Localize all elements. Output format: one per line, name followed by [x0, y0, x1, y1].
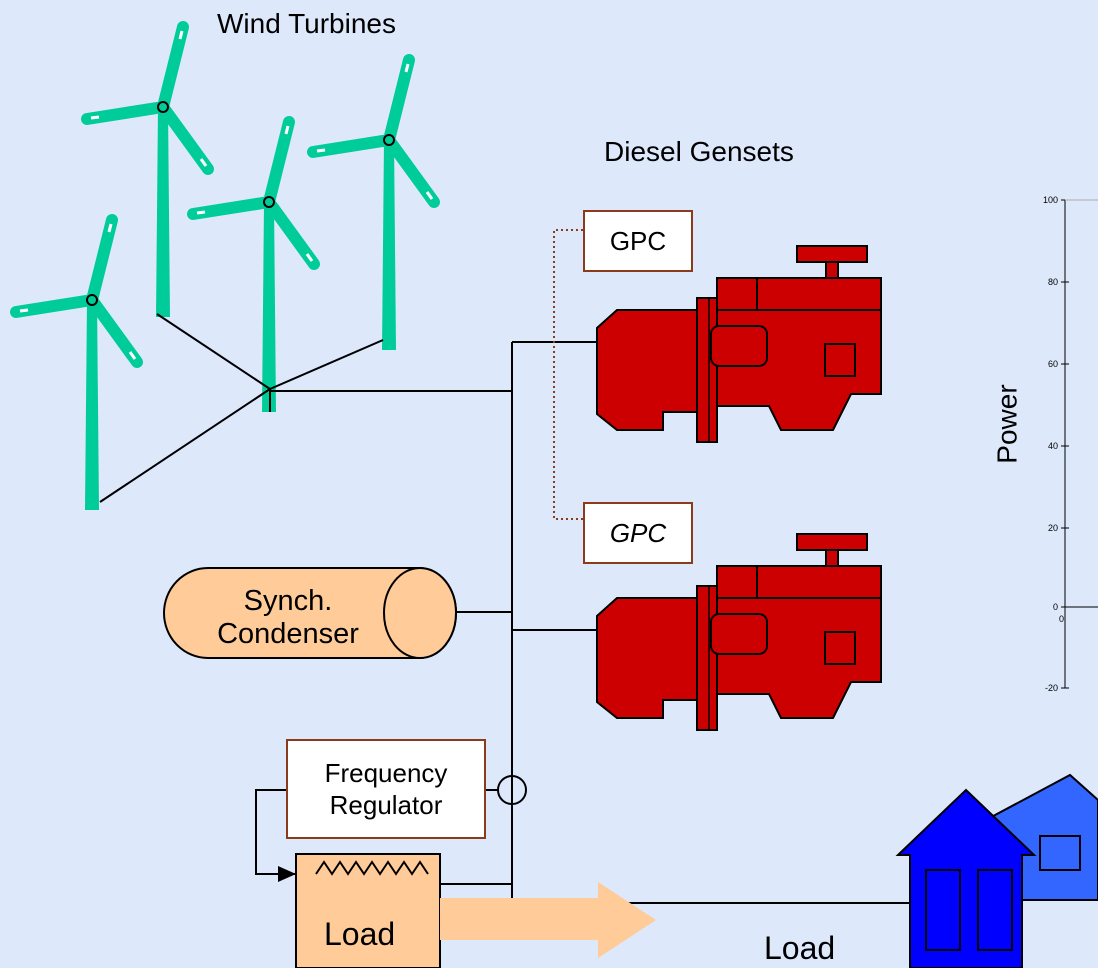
wind-turbines-label: Wind Turbines: [217, 8, 396, 39]
wind-turbine-icon: [313, 60, 434, 350]
house-load-label: Load: [764, 930, 836, 966]
power-axis: [1061, 199, 1098, 689]
diesel-gensets-label: Diesel Gensets: [604, 136, 794, 167]
frequency-regulator-box: Frequency Regulator: [286, 739, 486, 839]
synch-condenser-icon: [163, 567, 457, 659]
freq-line2: Regulator: [329, 790, 443, 820]
turbine-connections: [99, 313, 512, 503]
gpc-top-label: GPC: [609, 225, 667, 256]
gpc-bottom-label: GPC: [609, 517, 667, 548]
tick-label: 100: [1042, 195, 1058, 205]
power-axis-label: Power: [991, 384, 1023, 464]
tick-label: -20: [1044, 683, 1058, 693]
tick-label: 40: [1047, 441, 1058, 451]
dump-load-box: [295, 853, 441, 968]
wind-turbine-icon: [16, 220, 137, 510]
dump-load-label: Load: [324, 916, 396, 952]
house-icon: [895, 788, 1037, 968]
resistor-icon: [315, 860, 429, 876]
arrowhead-icon: [278, 866, 296, 882]
gpc-link: [553, 229, 583, 520]
sensor-icon: [497, 775, 527, 805]
tick-label: 80: [1047, 277, 1058, 287]
wind-turbine-icon: [87, 27, 208, 317]
synch-line1: Synch.: [243, 585, 333, 617]
origin-tick-label: 0: [1059, 614, 1065, 624]
synch-line2: Condenser: [217, 618, 359, 650]
tick-label: 60: [1047, 359, 1058, 369]
diesel-engine-icon: [596, 245, 882, 443]
arrow-icon: [440, 882, 656, 958]
gpc-box-bottom: GPC: [583, 502, 693, 564]
synch-condenser-label: Synch. Condenser: [188, 585, 388, 651]
tick-label: 20: [1047, 523, 1058, 533]
gpc-box-top: GPC: [583, 210, 693, 272]
main-bus: [255, 341, 910, 904]
tick-label: 0: [1052, 602, 1058, 612]
freq-line1: Frequency: [324, 758, 448, 788]
